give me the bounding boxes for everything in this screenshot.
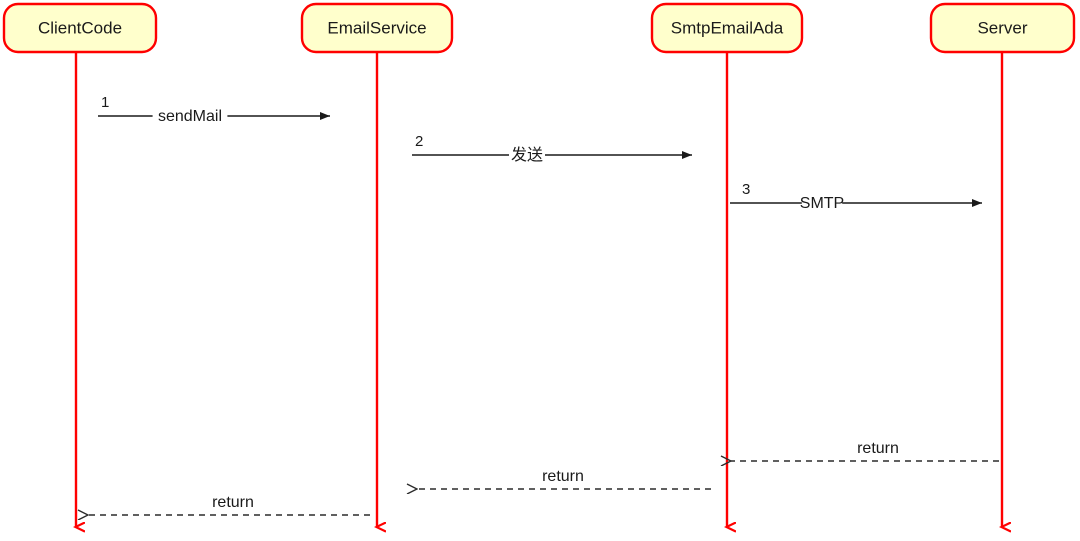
label-backdrop: [509, 145, 545, 165]
participant-server[interactable]: Server: [929, 2, 1076, 54]
label-backdrop: [152, 106, 228, 126]
return-label: return: [857, 440, 899, 457]
message-call-1: sendMail 1: [98, 94, 330, 126]
message-call-3: SMTP 3: [730, 181, 982, 213]
participants-group: ClientCode EmailService SmtpEmailAda Server: [2, 2, 1076, 54]
message-label: SMTP: [800, 195, 844, 212]
participant-label: ClientCode: [38, 18, 122, 37]
participant-box[interactable]: [650, 2, 804, 54]
message-sequence-number: 3: [742, 181, 750, 198]
lifelines-group: [76, 52, 1002, 527]
participant-label: EmailService: [327, 18, 426, 37]
participant-emailservice[interactable]: EmailService: [300, 2, 454, 54]
message-sequence-number: 2: [415, 133, 423, 150]
message-sequence-number: 1: [101, 94, 109, 111]
participant-label: Server: [977, 18, 1027, 37]
message-return-4: return: [731, 440, 999, 461]
participant-smtpemailada[interactable]: SmtpEmailAda: [650, 2, 804, 54]
participant-box[interactable]: [300, 2, 454, 54]
message-label: sendMail: [158, 108, 222, 125]
message-call-2: 发送 2: [412, 133, 692, 165]
message-return-5: return: [417, 468, 711, 489]
participant-label: SmtpEmailAda: [671, 18, 784, 37]
participant-clientcode[interactable]: ClientCode: [2, 2, 158, 54]
message-return-6: return: [88, 494, 370, 515]
return-label: return: [542, 468, 584, 485]
participant-box[interactable]: [929, 2, 1076, 54]
return-label: return: [212, 494, 254, 511]
message-label: 发送: [511, 146, 543, 164]
label-backdrop: [801, 193, 843, 213]
participant-box[interactable]: [2, 2, 158, 54]
